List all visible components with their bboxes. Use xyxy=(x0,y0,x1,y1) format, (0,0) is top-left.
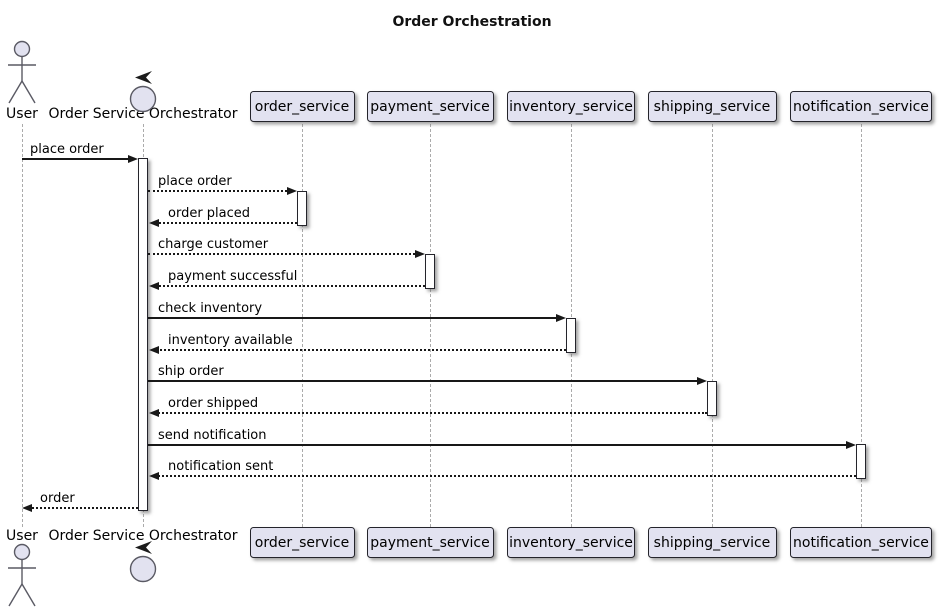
control-icon xyxy=(129,71,157,113)
message-line xyxy=(148,190,291,192)
participant-label: inventory_service xyxy=(509,98,633,115)
message-label: order shipped xyxy=(168,396,259,411)
arrowhead-icon xyxy=(149,345,159,354)
message-label: place order xyxy=(30,142,104,157)
participant-box: shipping_service xyxy=(647,527,777,558)
arrowhead-icon xyxy=(697,376,707,385)
message-line xyxy=(155,412,707,414)
diagram-title: Order Orchestration xyxy=(392,14,552,30)
message-line xyxy=(148,253,419,255)
activation-bar xyxy=(707,381,717,416)
participant-box: inventory_service xyxy=(507,527,635,558)
participant-box: order_service xyxy=(249,91,355,122)
message-label: order placed xyxy=(168,206,251,221)
message-label: notification sent xyxy=(168,459,274,474)
participant-box: notification_service xyxy=(790,527,932,558)
message-line xyxy=(28,507,138,509)
message-line xyxy=(155,349,566,351)
participant-label: User xyxy=(6,528,38,544)
message-label: send notification xyxy=(158,428,267,443)
participant-label: Order Service Orchestrator xyxy=(48,528,238,544)
participant-label: payment_service xyxy=(370,98,490,115)
actor-figure xyxy=(0,543,45,611)
message-line xyxy=(148,317,560,319)
activation-bar xyxy=(425,254,435,289)
participant-label: User xyxy=(6,106,38,122)
activation-bar xyxy=(856,444,866,479)
arrowhead-icon xyxy=(149,218,159,227)
participant-label: order_service xyxy=(254,98,350,115)
arrowhead-icon xyxy=(556,313,566,322)
participant-box: order_service xyxy=(249,527,355,558)
participant-label: notification_service xyxy=(793,98,929,115)
participant-box: inventory_service xyxy=(507,91,635,122)
control-figure xyxy=(125,70,161,118)
participant-label: shipping_service xyxy=(653,98,771,115)
participant-label: Order Service Orchestrator xyxy=(48,106,238,122)
arrowhead-icon xyxy=(287,186,297,195)
message-label: inventory available xyxy=(168,333,293,348)
message-line xyxy=(155,475,856,477)
message-line xyxy=(148,444,850,446)
message-label: order xyxy=(40,491,75,506)
participant-label: payment_service xyxy=(370,534,490,551)
arrowhead-icon xyxy=(846,440,856,449)
participant-label: inventory_service xyxy=(509,534,633,551)
message-line xyxy=(155,285,425,287)
arrowhead-icon xyxy=(128,154,138,163)
arrowhead-icon xyxy=(149,408,159,417)
participant-label: order_service xyxy=(254,534,350,551)
participant-box: notification_service xyxy=(790,91,932,122)
participant-box: payment_service xyxy=(366,91,494,122)
participant-label: shipping_service xyxy=(653,534,771,551)
arrowhead-icon xyxy=(149,281,159,290)
lifeline xyxy=(430,124,431,527)
participant-label: notification_service xyxy=(793,534,929,551)
message-line xyxy=(155,222,297,224)
arrowhead-icon xyxy=(415,249,425,258)
actor-icon xyxy=(8,543,36,607)
message-line xyxy=(22,158,132,160)
actor-figure xyxy=(0,40,45,110)
lifeline xyxy=(712,124,713,527)
message-label: payment successful xyxy=(168,269,298,284)
lifeline xyxy=(861,124,862,527)
participant-box: payment_service xyxy=(366,527,494,558)
actor-icon xyxy=(8,40,36,104)
message-label: charge customer xyxy=(158,237,269,252)
message-label: ship order xyxy=(158,364,224,379)
lifeline xyxy=(22,124,23,527)
activation-bar xyxy=(138,158,148,511)
message-line xyxy=(148,380,701,382)
participant-box: shipping_service xyxy=(647,91,777,122)
message-label: place order xyxy=(158,174,232,189)
lifeline xyxy=(302,124,303,527)
control-figure xyxy=(125,540,161,588)
arrowhead-icon xyxy=(149,471,159,480)
message-label: check inventory xyxy=(158,301,263,316)
activation-bar xyxy=(566,318,576,353)
arrowhead-icon xyxy=(22,503,32,512)
control-icon xyxy=(129,541,157,583)
activation-bar xyxy=(297,191,307,226)
